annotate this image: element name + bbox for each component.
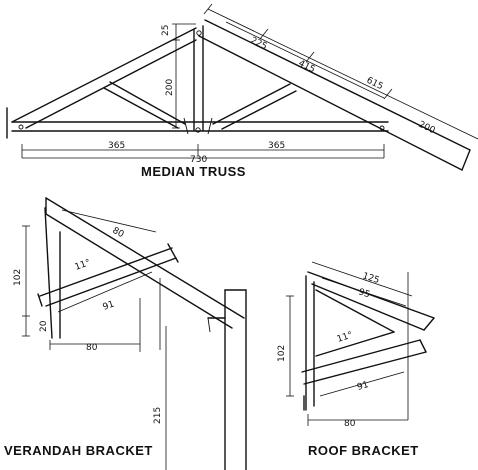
left-strut-upper [109, 81, 186, 125]
inner-brace-top [315, 331, 395, 357]
dim-line-brace [57, 271, 153, 313]
joint-bolt [196, 30, 202, 36]
label-angle: 11° [336, 330, 354, 344]
label-rafter-depth: 200 [417, 120, 437, 137]
label-angle: 11° [74, 258, 92, 273]
label-height: 200 [165, 79, 175, 96]
right-rafter-lower [198, 35, 463, 171]
joint-bolt [18, 124, 24, 130]
label-span: 730 [190, 155, 207, 165]
joint-mark [207, 117, 213, 135]
top-member-upper [307, 271, 435, 319]
label-low: 20 [39, 320, 49, 332]
caption-roof-bracket: ROOF BRACKET [308, 443, 419, 458]
verandah-bracket: 80 102 11° 91 20 80 215 VERANDAH BRACKET [4, 197, 247, 470]
left-strut-lower [103, 87, 179, 129]
left-rafter-lower [25, 39, 197, 129]
brace-lower [303, 351, 427, 385]
dim-tick [383, 88, 393, 100]
label-top-gap: 25 [161, 25, 171, 36]
dim-line-brace [319, 371, 405, 397]
brace-end [167, 243, 179, 263]
top-member-end [423, 317, 435, 331]
right-strut-upper [212, 83, 291, 125]
label-post: 215 [153, 407, 163, 424]
top-member-lower [311, 283, 425, 331]
label-rafter: 80 [111, 226, 126, 240]
dim-tick [203, 3, 213, 15]
dim-tick [305, 51, 315, 63]
label-base: 80 [86, 343, 98, 353]
upright-outer [44, 207, 53, 339]
median-truss: 25 200 225 415 615 200 365 730 365 MEDIA… [6, 3, 478, 179]
brace-lower [45, 257, 177, 307]
dim-line-inner [321, 277, 407, 307]
label-brace: 91 [102, 300, 116, 313]
label-brace: 91 [356, 380, 370, 393]
label-half-left: 365 [108, 141, 125, 151]
brace-upper [301, 339, 421, 373]
label-top: 125 [361, 271, 380, 286]
dim-line-rafter [61, 209, 157, 233]
brace-start [37, 293, 43, 307]
caption-median-truss: MEDIAN TRUSS [141, 164, 246, 179]
inner-diagonal [315, 289, 395, 333]
right-rafter-end [461, 149, 471, 171]
label-inner: 95 [357, 287, 371, 300]
joint-mark [183, 117, 189, 135]
brace-end [419, 339, 427, 353]
label-half-right: 365 [268, 141, 285, 151]
label-height: 102 [277, 345, 287, 362]
dim-line-rafter-inner [225, 21, 385, 99]
label-height: 102 [13, 269, 23, 286]
label-base: 80 [344, 419, 356, 429]
beam-stub-edge [207, 317, 211, 333]
right-rafter-upper [204, 19, 471, 151]
right-strut-lower [221, 90, 297, 130]
roof-bracket: 125 95 11° 102 91 80 ROOF BRACKET [277, 261, 435, 458]
caption-verandah-bracket: VERANDAH BRACKET [4, 443, 153, 458]
dim-tick [259, 28, 269, 40]
left-rafter-upper [11, 27, 197, 123]
joint-bolt [379, 125, 385, 131]
brace-upper [39, 247, 173, 297]
dim-line-rafter-outer [207, 8, 478, 140]
dim-line-top [311, 261, 413, 297]
joint-bolt [195, 127, 201, 133]
